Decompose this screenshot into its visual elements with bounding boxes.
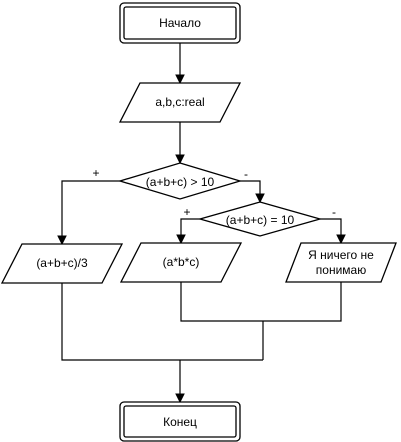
decision1-node[interactable]: (a+b+c) > 10 xyxy=(117,162,243,200)
decision1-no-label: - xyxy=(244,167,248,181)
start-node[interactable]: Начало xyxy=(119,2,241,44)
edge-merge-inner xyxy=(180,282,342,360)
start-label: Начало xyxy=(159,16,201,30)
edge-decision2-yes xyxy=(176,218,200,245)
decision2-node[interactable]: (a+b+c) = 10 xyxy=(197,201,323,237)
output-middle-label: (a*b*c) xyxy=(163,255,200,269)
decision2-no-label: - xyxy=(332,205,336,219)
end-label: Конец xyxy=(163,415,197,429)
edge-merge-to-end xyxy=(175,360,185,404)
edge-decision1-no xyxy=(240,180,265,204)
input-label: a,b,c:real xyxy=(155,95,204,109)
decision1-condition: (a+b+c) > 10 xyxy=(146,175,215,189)
decision1-yes-label: + xyxy=(92,166,99,180)
end-node[interactable]: Конец xyxy=(119,401,241,442)
edge-merge-outer xyxy=(61,283,263,361)
output-left-label: (a+b+c)/3 xyxy=(36,256,88,270)
output-right-node[interactable]: Я ничего не понимаю xyxy=(285,242,397,283)
output-middle-node[interactable]: (a*b*c) xyxy=(119,242,243,283)
output-right-label-line1: Я ничего не xyxy=(308,248,374,262)
decision2-condition: (a+b+c) = 10 xyxy=(226,213,295,227)
decision2-yes-label: + xyxy=(183,205,190,219)
output-left-node[interactable]: (a+b+c)/3 xyxy=(0,243,124,284)
input-node[interactable]: a,b,c:real xyxy=(118,82,242,123)
output-right-label-line2: понимаю xyxy=(316,263,366,277)
edge-decision1-yes xyxy=(57,180,120,246)
edge-decision2-no xyxy=(320,218,346,245)
edge-start-to-input xyxy=(175,43,185,85)
edge-input-to-decision1 xyxy=(175,122,185,165)
